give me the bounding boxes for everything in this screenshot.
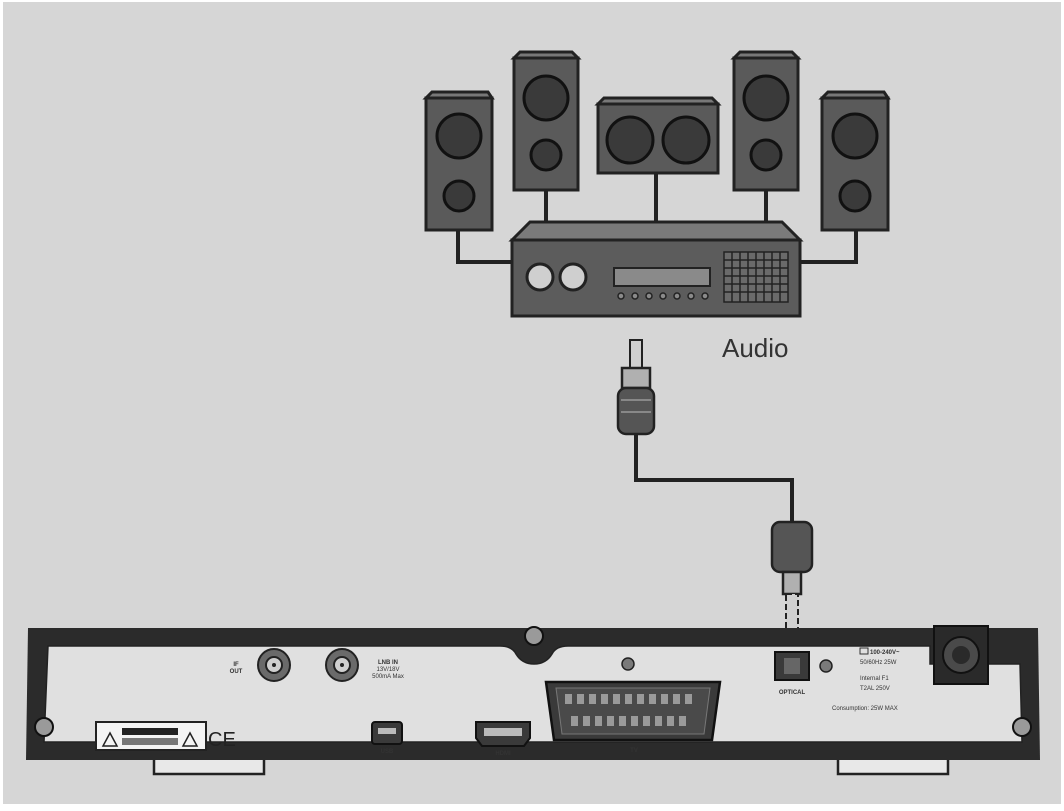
usb-label: USB — [381, 749, 394, 755]
speaker-right-rear — [818, 90, 891, 232]
screw-top — [524, 626, 544, 646]
speaker-center — [594, 96, 722, 175]
lnb-in-port — [325, 648, 359, 682]
ce-mark: CE — [208, 729, 236, 751]
power-frequency: 50/60Hz 25W — [860, 660, 897, 666]
if-out-port — [257, 648, 291, 682]
tv-scart-port — [544, 680, 722, 742]
if-out-label-1: IF — [233, 662, 239, 668]
audio-label: Audio — [722, 333, 789, 363]
fuse-label: Internal F1 — [860, 676, 889, 682]
fuse-rating: T2AL 250V — [860, 686, 890, 692]
amplifier-knob-left — [525, 262, 555, 292]
lnb-current-label: 500mA Max — [372, 674, 404, 680]
speaker-left-rear — [422, 90, 495, 232]
safety-label — [95, 721, 207, 751]
if-out-label-2: OUT — [230, 669, 243, 675]
power-inlet — [933, 625, 989, 685]
lnb-voltage-label: 13V/18V — [376, 667, 399, 673]
screw-right — [1012, 717, 1032, 737]
speaker-left-front — [510, 50, 582, 192]
tv-label: TV — [630, 748, 638, 754]
optical-cable — [616, 339, 814, 645]
consumption-label: Consumption: 25W MAX — [832, 706, 898, 712]
lnb-in-label: LNB IN — [378, 660, 398, 666]
receiver-foot-left — [152, 756, 266, 776]
amplifier-display — [613, 267, 711, 287]
speaker-wires — [456, 173, 858, 264]
hdmi-label: HDMI — [495, 751, 511, 757]
optical-port — [774, 651, 810, 681]
speaker-right-front — [730, 50, 802, 192]
receiver-foot-right — [836, 756, 950, 776]
power-voltage: 100-240V~ — [870, 650, 900, 656]
amplifier-buttons — [617, 292, 709, 300]
receiver-rear-panel: IF OUT LNB IN 13V/18V 500mA Max CE USB — [26, 625, 1040, 776]
amplifier-button-grid — [723, 251, 789, 303]
audio-amplifier — [508, 220, 804, 318]
optical-label: OPTICAL — [779, 690, 806, 696]
amplifier-knob-right — [558, 262, 588, 292]
screw-left — [34, 717, 54, 737]
